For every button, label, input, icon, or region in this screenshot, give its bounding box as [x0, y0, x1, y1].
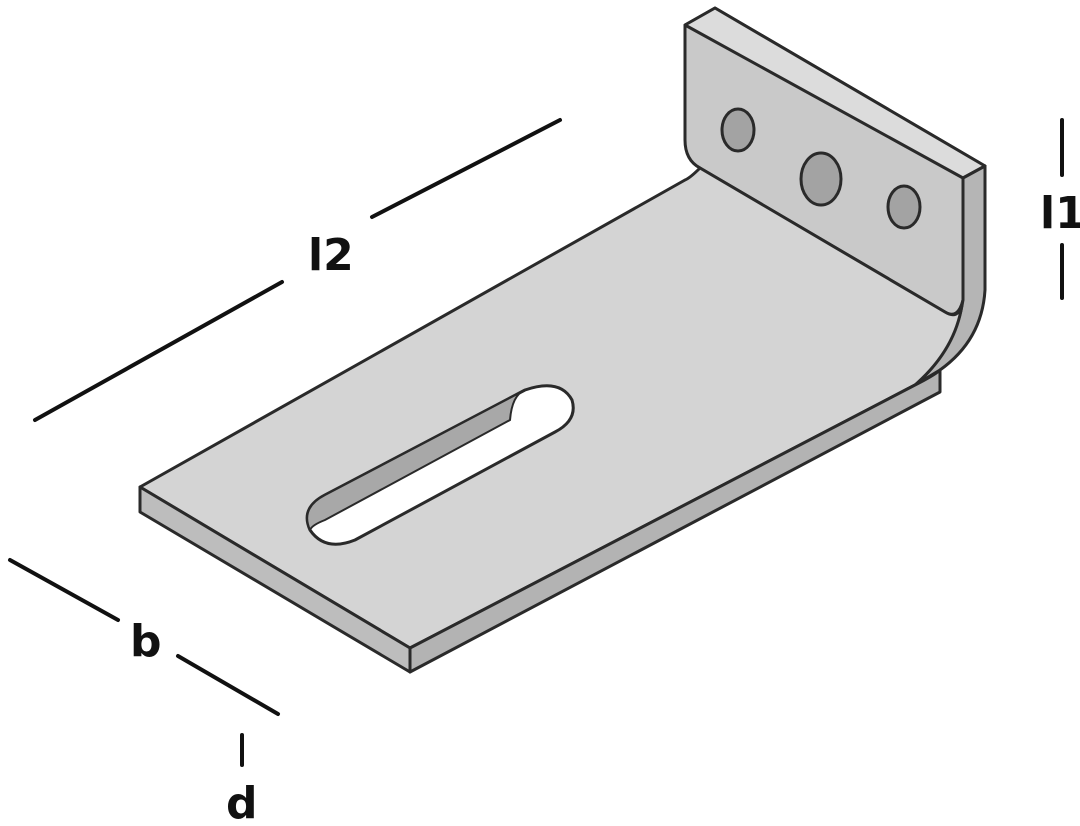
l2-dimension-line-lower — [33, 280, 284, 422]
d-label: d — [226, 778, 258, 826]
l1-label: l1 — [1040, 188, 1080, 239]
upright-hole-3 — [886, 184, 922, 230]
l2-dimension-line-upper — [370, 118, 562, 219]
angle-bracket-icon — [138, 6, 987, 674]
b-label: b — [130, 616, 162, 667]
base-slot-inner-wall — [306, 389, 526, 533]
base-plate-side-thickness — [408, 368, 942, 674]
b-dimension-line-left — [8, 558, 120, 622]
upright-hole-2 — [799, 151, 843, 207]
b-dimension-line-right — [176, 654, 280, 716]
upright-hole-1 — [720, 107, 756, 153]
l2-label: l2 — [308, 230, 354, 281]
